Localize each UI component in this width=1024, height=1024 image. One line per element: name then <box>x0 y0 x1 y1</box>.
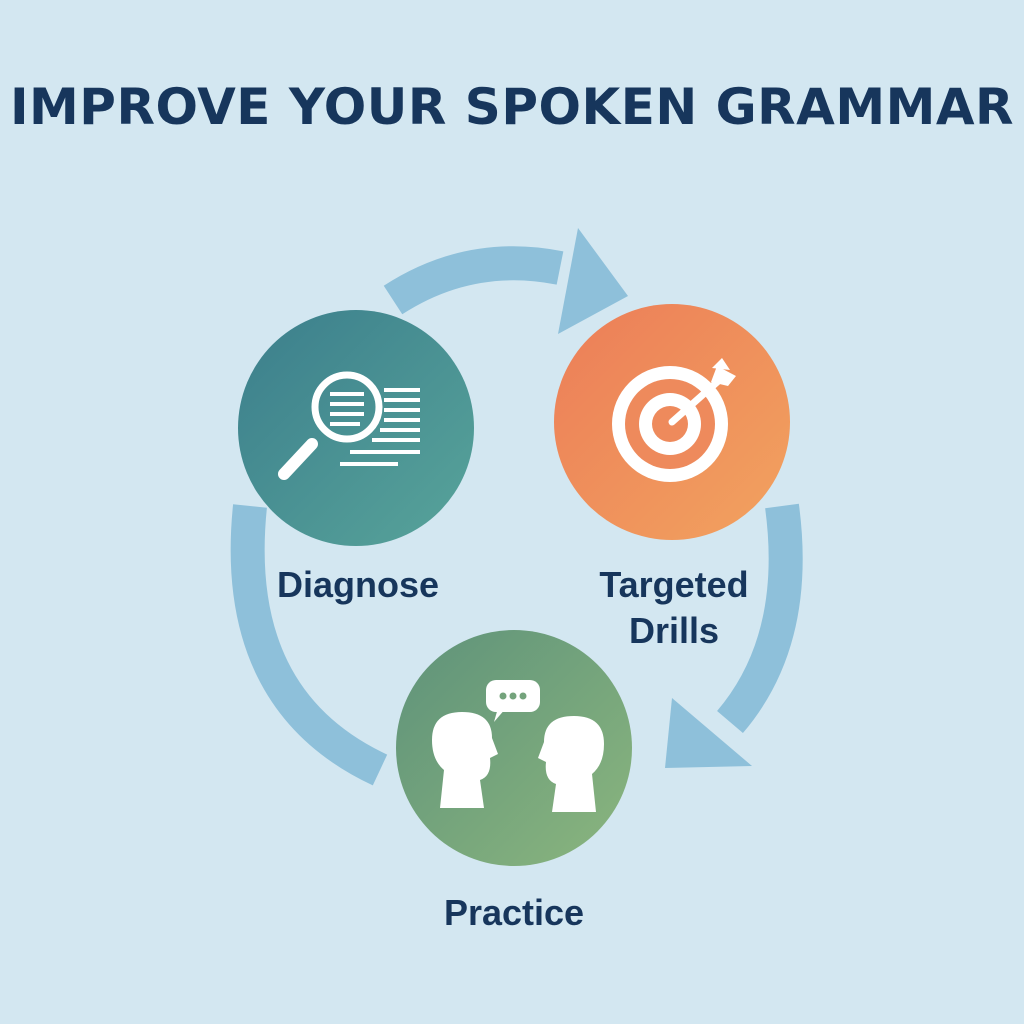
diagnose-label: Diagnose <box>276 564 440 605</box>
targeted-drills-label: Targeted Drills <box>574 562 774 654</box>
targeted-drills-label-line2: Drills <box>628 610 720 651</box>
step-targeted-drills <box>554 304 790 540</box>
arrow-drills-to-practice <box>665 503 803 768</box>
targeted-drills-label-line1: Targeted <box>599 564 749 605</box>
arrow-practice-to-diagnose <box>230 504 388 786</box>
step-diagnose <box>238 310 474 546</box>
practice-label: Practice <box>443 892 585 933</box>
page-title: IMPROVE YOUR SPOKEN GRAMMAR <box>9 78 1015 136</box>
step-practice <box>396 630 632 866</box>
magnifier-document-icon <box>278 371 420 480</box>
diagnose-circle <box>238 310 474 546</box>
target-arrow-icon <box>612 358 736 482</box>
conversation-people-icon <box>432 680 604 812</box>
arrow-diagnose-to-drills <box>383 228 628 334</box>
